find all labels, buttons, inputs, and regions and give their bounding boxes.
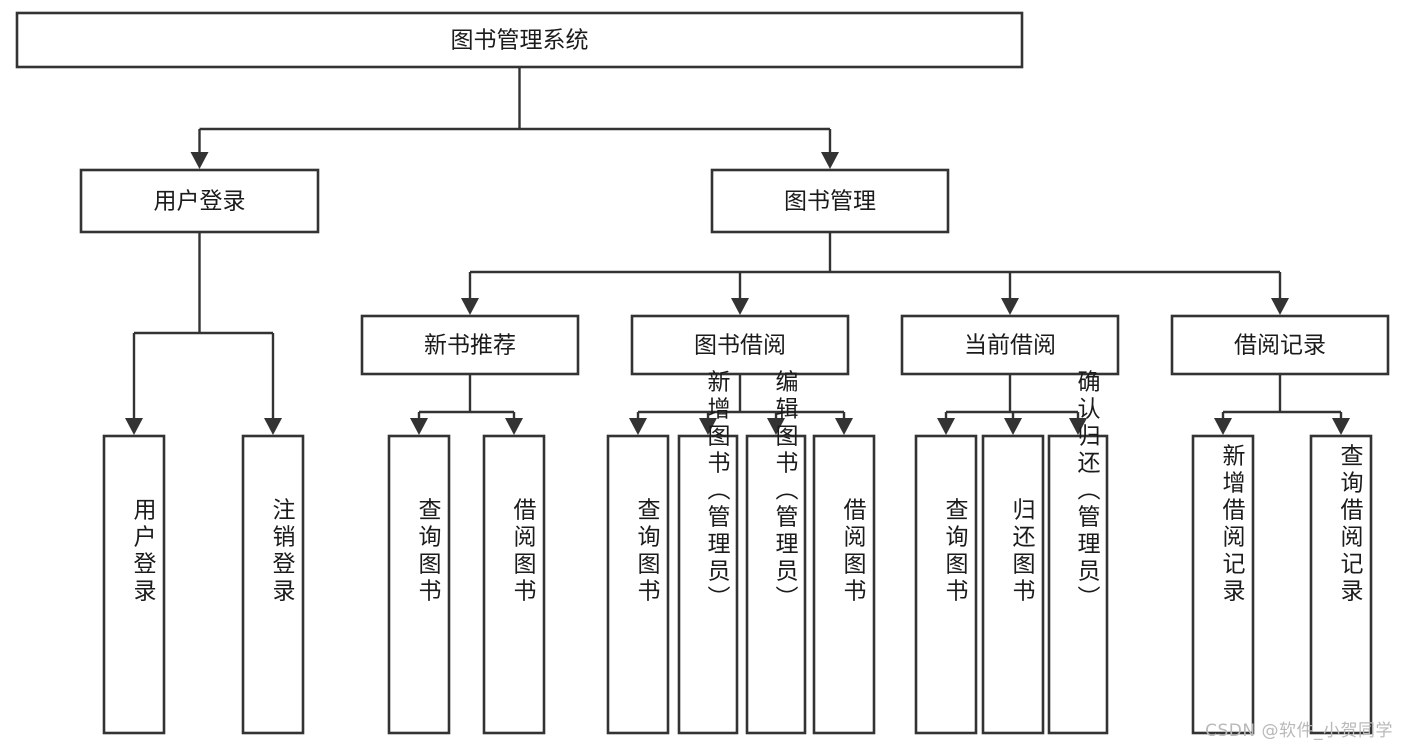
node-leaf-user-login[interactable]: 用户登录 — [102, 434, 166, 735]
node-label-leaf-edit-book-admin: 编辑图书（管理员） — [771, 369, 799, 612]
node-label-new-book-recommend: 新书推荐 — [424, 333, 516, 359]
node-box-borrow-record — [1170, 314, 1390, 376]
arrow-head-icon — [731, 298, 749, 315]
node-current-borrow[interactable]: 当前借阅 — [900, 314, 1120, 376]
node-label-root: 图书管理系统 — [451, 28, 589, 54]
node-label-leaf-query-book-current: 查询图书 — [941, 497, 969, 605]
node-box-leaf-borrow-book — [812, 434, 876, 735]
node-box-current-borrow — [900, 314, 1120, 376]
node-root[interactable]: 图书管理系统 — [15, 11, 1024, 69]
node-box-root — [15, 11, 1024, 69]
arrow-head-icon — [835, 418, 853, 435]
node-label-leaf-query-book-borrow: 查询图书 — [633, 497, 661, 605]
arrow-head-icon — [767, 418, 785, 435]
node-leaf-add-book-admin[interactable]: 新增图书（管理员） — [677, 369, 739, 735]
node-box-book-borrow — [630, 314, 850, 376]
node-box-leaf-query-book-current — [914, 434, 978, 735]
node-user-login[interactable]: 用户登录 — [79, 168, 320, 234]
node-label-current-borrow: 当前借阅 — [964, 333, 1056, 359]
edge-layer — [125, 67, 1350, 435]
node-label-leaf-add-borrow-record: 新增借阅记录 — [1218, 443, 1246, 605]
node-box-leaf-query-book-recommend — [387, 434, 451, 735]
arrow-head-icon — [505, 418, 523, 435]
node-label-book-borrow: 图书借阅 — [694, 333, 786, 359]
arrow-head-icon — [125, 418, 143, 435]
node-leaf-edit-book-admin[interactable]: 编辑图书（管理员） — [745, 369, 807, 735]
node-label-leaf-borrow-book-recommend: 借阅图书 — [509, 497, 537, 605]
node-box-leaf-add-book-admin — [677, 434, 739, 735]
node-leaf-borrow-book-recommend[interactable]: 借阅图书 — [482, 434, 546, 735]
node-box-leaf-add-borrow-record — [1191, 434, 1255, 735]
node-leaf-query-book-borrow[interactable]: 查询图书 — [606, 434, 670, 735]
node-leaf-add-borrow-record[interactable]: 新增借阅记录 — [1191, 434, 1255, 735]
node-book-borrow[interactable]: 图书借阅 — [630, 314, 850, 376]
node-layer: 图书管理系统用户登录图书管理新书推荐图书借阅当前借阅借阅记录用户登录注销登录查询… — [15, 11, 1390, 735]
node-label-leaf-borrow-book: 借阅图书 — [839, 497, 867, 605]
node-label-leaf-confirm-return-admin: 确认归还（管理员） — [1073, 369, 1101, 612]
node-box-leaf-confirm-return-admin — [1047, 434, 1109, 735]
node-box-leaf-user-login — [102, 434, 166, 735]
node-leaf-query-borrow-record[interactable]: 查询借阅记录 — [1309, 434, 1373, 735]
node-new-book-recommend[interactable]: 新书推荐 — [360, 314, 580, 376]
arrow-head-icon — [190, 152, 209, 169]
arrow-head-icon — [410, 418, 428, 435]
arrow-head-icon — [821, 152, 839, 169]
node-box-leaf-logout — [241, 434, 305, 735]
arrow-head-icon — [1069, 418, 1087, 435]
node-label-leaf-add-book-admin: 新增图书（管理员） — [703, 369, 731, 612]
watermark-text: CSDN @软件_小贺同学 — [1205, 721, 1393, 741]
node-leaf-query-book-recommend[interactable]: 查询图书 — [387, 434, 451, 735]
arrow-head-icon — [699, 418, 717, 435]
node-label-leaf-return-book: 归还图书 — [1008, 497, 1036, 605]
node-box-user-login — [79, 168, 320, 234]
node-label-leaf-query-book-recommend: 查询图书 — [414, 497, 442, 605]
node-label-user-login: 用户登录 — [154, 189, 246, 215]
node-book-manage[interactable]: 图书管理 — [710, 168, 950, 234]
arrow-head-icon — [264, 418, 282, 435]
arrow-head-icon — [1214, 418, 1232, 435]
arrow-head-icon — [1271, 298, 1289, 315]
node-box-leaf-query-borrow-record — [1309, 434, 1373, 735]
node-label-book-manage: 图书管理 — [784, 189, 876, 215]
arrow-head-icon — [1001, 298, 1019, 315]
arrow-head-icon — [1332, 418, 1350, 435]
node-box-leaf-borrow-book-recommend — [482, 434, 546, 735]
arrow-head-icon — [461, 298, 479, 315]
node-label-leaf-query-borrow-record: 查询借阅记录 — [1336, 443, 1364, 605]
node-box-leaf-edit-book-admin — [745, 434, 807, 735]
node-leaf-confirm-return-admin[interactable]: 确认归还（管理员） — [1047, 369, 1109, 735]
node-box-new-book-recommend — [360, 314, 580, 376]
arrow-head-icon — [1004, 418, 1022, 435]
node-box-book-manage — [710, 168, 950, 234]
node-leaf-query-book-current[interactable]: 查询图书 — [914, 434, 978, 735]
arrow-head-icon — [629, 418, 647, 435]
node-borrow-record[interactable]: 借阅记录 — [1170, 314, 1390, 376]
node-label-borrow-record: 借阅记录 — [1234, 333, 1326, 359]
node-leaf-return-book[interactable]: 归还图书 — [981, 434, 1045, 735]
node-label-leaf-logout: 注销登录 — [268, 497, 296, 605]
node-label-leaf-user-login: 用户登录 — [129, 497, 157, 605]
node-box-leaf-query-book-borrow — [606, 434, 670, 735]
node-box-leaf-return-book — [981, 434, 1045, 735]
arrow-head-icon — [937, 418, 955, 435]
node-leaf-logout[interactable]: 注销登录 — [241, 434, 305, 735]
node-leaf-borrow-book[interactable]: 借阅图书 — [812, 434, 876, 735]
